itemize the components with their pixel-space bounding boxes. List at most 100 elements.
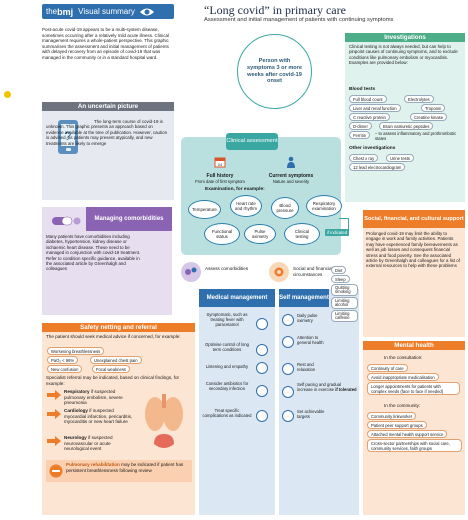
person-text: Person with symptoms 3 or more weeks aft… bbox=[246, 58, 303, 85]
brand-bmj: bmj bbox=[57, 6, 74, 17]
health-alcohol: Limiting alcohol bbox=[331, 297, 358, 310]
safety-title: Safety netting and referral bbox=[42, 323, 195, 332]
person-circle: Person with symptoms 3 or more weeks aft… bbox=[237, 34, 312, 109]
exam-heart-rate-label: Heart rate and rhythm bbox=[235, 200, 257, 211]
target-icon bbox=[282, 410, 294, 422]
medical-title-box: Medical management bbox=[199, 289, 275, 307]
medical-item-symptomatic: Symptomatic, such as treating fever with… bbox=[206, 312, 248, 328]
uncertain-body: The long-term course of covid-19 is unkn… bbox=[46, 119, 168, 146]
mental-support-service: Attached mental health support service bbox=[367, 430, 448, 439]
comorbid-title-box: Managing comorbidities bbox=[86, 207, 172, 231]
comorbid-icon bbox=[181, 262, 201, 282]
if-indicated-label: if indicated bbox=[327, 230, 348, 235]
blood-d-dimer: D-dimer bbox=[349, 122, 372, 131]
self-item-rest: Rest and relaxation bbox=[297, 362, 316, 373]
other-ecg: 12 lead electrocardiogram bbox=[349, 163, 406, 172]
self-title-box: Self management bbox=[279, 289, 329, 307]
mental-continuity: Continuity of care bbox=[367, 364, 408, 373]
symptoms-title: Current symptoms bbox=[268, 173, 314, 179]
heart-monitor-icon bbox=[256, 344, 268, 356]
blood-full-count: Full blood count bbox=[349, 95, 387, 104]
safety-pao2: PaO₂ < 96% bbox=[47, 356, 79, 365]
exam-pulse-oximetry-label: Pulse oximetry bbox=[251, 228, 269, 239]
blood-bnp: Brain natriuretic peptides bbox=[379, 122, 434, 131]
oximeter-icon bbox=[282, 314, 294, 326]
assess-comorbid-label: Assess comorbidities bbox=[205, 266, 249, 271]
exam-blood-pressure-label: Blood pressure bbox=[276, 202, 294, 213]
self-item-general-health: Attention to general health bbox=[297, 335, 324, 346]
arrow-right-icon bbox=[47, 436, 61, 446]
mental-longer-appointments: Longer appointments for patients with co… bbox=[367, 382, 460, 396]
medical-item-complications: Treat specific complications as indicate… bbox=[202, 408, 252, 419]
marker-dot bbox=[4, 91, 11, 98]
history-title: Full history bbox=[206, 173, 234, 179]
blood-crp: C reactive protein bbox=[349, 113, 390, 122]
exam-respiratory-label: Respiratory examination bbox=[312, 200, 336, 211]
page-title: “Long covid” in primary care bbox=[204, 3, 346, 17]
social-title: Social, financial, and cultural support bbox=[364, 215, 464, 222]
target-health-icon bbox=[282, 336, 294, 348]
arrow-right-icon bbox=[47, 409, 61, 419]
calendar-icon: 04 bbox=[214, 157, 226, 168]
ref-neurology-bold: Neurology bbox=[64, 435, 87, 440]
health-sleep: Sleep bbox=[331, 275, 350, 284]
ref-cardiology-bold: Cardiology bbox=[64, 408, 88, 413]
pill-illustration bbox=[50, 211, 82, 231]
blood-liver-renal: Liver and renal function bbox=[349, 104, 401, 113]
social-body: Prolonged covid-19 may limit the ability… bbox=[366, 231, 460, 269]
ear-icon bbox=[256, 362, 268, 374]
rehab-bold: Pulmonary rehabilitation bbox=[66, 462, 120, 467]
self-item-pacing-text: Self pacing and gradual increase in exer… bbox=[297, 382, 342, 393]
blood-creatine-kinase: Creatine kinase bbox=[410, 113, 448, 122]
uncertain-title: An uncertain picture bbox=[42, 102, 174, 111]
mental-peer-support: Patient peer support groups bbox=[367, 421, 427, 430]
investigations-body: Clinical testing is not always needed, b… bbox=[349, 44, 458, 66]
safety-intro: The patient should seek medical advice i… bbox=[46, 334, 181, 339]
social-title-box: Social, financial, and cultural support bbox=[363, 210, 465, 228]
self-title: Self management bbox=[279, 294, 329, 301]
exam-functional: Functional status bbox=[204, 223, 240, 245]
ref-cardiology-text: if suspected myocardial infarction, peri… bbox=[64, 408, 133, 425]
ref-respiratory-bold: Respiratory bbox=[64, 389, 90, 394]
exam-blood-pressure: Blood pressure bbox=[271, 197, 299, 219]
comorbid-body: Many patients have comorbidities includi… bbox=[46, 234, 141, 272]
blood-ferritin: Ferritin bbox=[349, 131, 371, 140]
consult-title: In the consultation: bbox=[384, 355, 423, 360]
referral-respiratory: Respiratory if suspected pulmonary embol… bbox=[46, 389, 192, 406]
other-chest-xray: Chest x ray bbox=[349, 154, 379, 163]
blood-tests-title: Blood tests bbox=[349, 87, 376, 92]
medical-title: Medical management bbox=[206, 294, 268, 301]
rehab-text: may be indicated if patient has persiste… bbox=[66, 462, 184, 473]
other-urine-tests: Urine tests bbox=[386, 154, 415, 163]
if-tolerated: if tolerated bbox=[335, 387, 357, 393]
history-sub: From date of first symptom bbox=[195, 179, 245, 184]
safety-breathlessness: Worsening breathlessness bbox=[47, 347, 105, 356]
exam-clinical-testing: Clinical testing bbox=[284, 223, 320, 245]
other-investigations-title: Other investigations bbox=[349, 146, 396, 151]
blood-troponin: Troponin bbox=[421, 104, 446, 113]
exam-temperature: Temperature bbox=[188, 200, 221, 219]
ref-neurology-text: if suspected neurovascular or acute neur… bbox=[64, 435, 113, 452]
exam-heart-rate: Heart rate and rhythm bbox=[230, 195, 262, 217]
mental-title: Mental health bbox=[363, 341, 465, 350]
social-panel bbox=[363, 210, 465, 337]
if-indicated-tag: if indicated bbox=[325, 229, 350, 236]
clinical-title-box: Clinical assessment bbox=[226, 133, 278, 150]
medical-item-long-term: Optimise control of long term conditions bbox=[205, 342, 249, 353]
exam-functional-label: Functional status bbox=[211, 228, 233, 239]
safety-confusion: New confusion bbox=[47, 365, 83, 374]
eye-icon bbox=[139, 8, 154, 15]
page-subtitle: Assessment and initial management of pat… bbox=[204, 17, 394, 23]
investigations-title: Investigations bbox=[345, 33, 465, 42]
medical-item-listening: Listening and empathy bbox=[205, 364, 249, 369]
svg-text:?: ? bbox=[65, 129, 72, 143]
brand-the: the bbox=[46, 7, 58, 16]
self-item-pacing: Self pacing and gradual increase in exer… bbox=[297, 382, 357, 392]
self-item-targets: Set achievable targets bbox=[297, 409, 325, 420]
exam-title: Examination, for example: bbox=[205, 187, 265, 192]
lungs-illustration bbox=[140, 392, 188, 452]
ref-respiratory-text: if suspected pulmonary embolism, severe … bbox=[64, 389, 123, 406]
running-icon bbox=[282, 386, 294, 398]
clinical-title: Clinical assessment bbox=[226, 138, 278, 145]
mental-partnerships: Cross-sector partnerships with social ca… bbox=[367, 439, 462, 453]
